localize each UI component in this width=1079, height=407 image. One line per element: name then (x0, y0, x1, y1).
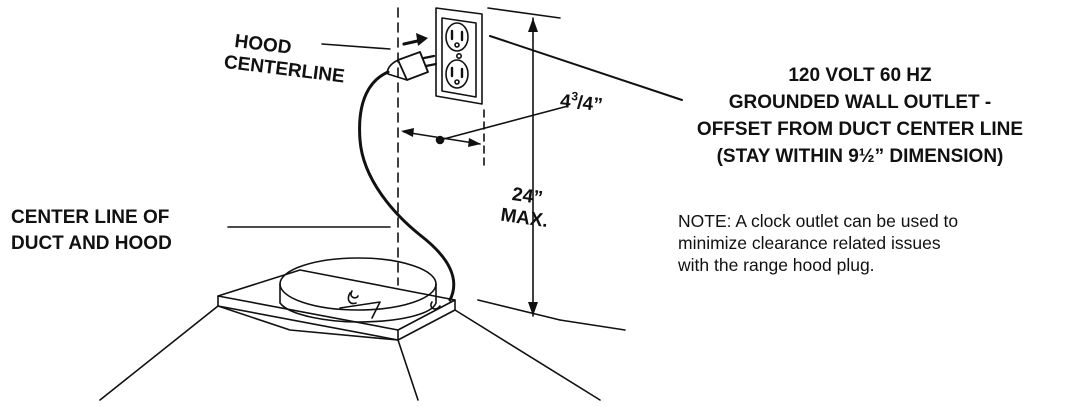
outlet-callout: 120 VOLT 60 HZ GROUNDED WALL OUTLET - OF… (640, 62, 1079, 170)
outlet-callout-line3: OFFSET FROM DUCT CENTER LINE (696, 119, 1024, 140)
height-dimension-label: 24” MAX. (499, 183, 552, 233)
power-cord (358, 70, 456, 302)
outlet-callout-line1: 120 VOLT 60 HZ (788, 65, 932, 86)
wall-bottom-line (477, 299, 561, 321)
dim-24-arrow-bottom (528, 302, 538, 316)
dim-434-arrow-left (401, 128, 414, 137)
offset-fraction-rest: /4” (576, 92, 604, 117)
power-plug (386, 51, 438, 81)
center-line-label-line2: DUCT AND HOOD (11, 233, 172, 254)
note-line2: minimize clearance related issues (678, 233, 941, 253)
center-line-label: CENTER LINE OF DUCT AND HOOD (11, 205, 172, 257)
outlet-callout-leader (489, 35, 683, 101)
dim-24-arrow-top (528, 18, 538, 32)
outlet-callout-line2: GROUNDED WALL OUTLET - (728, 92, 992, 113)
offset-whole: 4 (559, 90, 572, 113)
note-text: NOTE: A clock outlet can be used to mini… (678, 210, 958, 276)
hood-cl-leader (321, 43, 391, 50)
mounting-plate (217, 269, 456, 341)
dim-434-leader (439, 105, 569, 141)
range-hood (99, 305, 601, 401)
offset-dimension-label: 43/4” (559, 89, 604, 117)
center-line-label-line1: CENTER LINE OF (11, 207, 170, 228)
note-line1: NOTE: A clock outlet can be used to (678, 211, 959, 231)
dim-434-arrow-right (468, 138, 481, 147)
wall-bottom-line-2 (559, 319, 626, 331)
note-line3: with the range hood plug. (678, 255, 875, 275)
outlet-callout-line4: (STAY WITHIN 9½” DIMENSION) (716, 146, 1004, 167)
wall-outlet (435, 7, 483, 105)
wall-top-line (487, 7, 561, 19)
dim-434-dot (435, 135, 445, 145)
insert-arrow (402, 33, 428, 46)
